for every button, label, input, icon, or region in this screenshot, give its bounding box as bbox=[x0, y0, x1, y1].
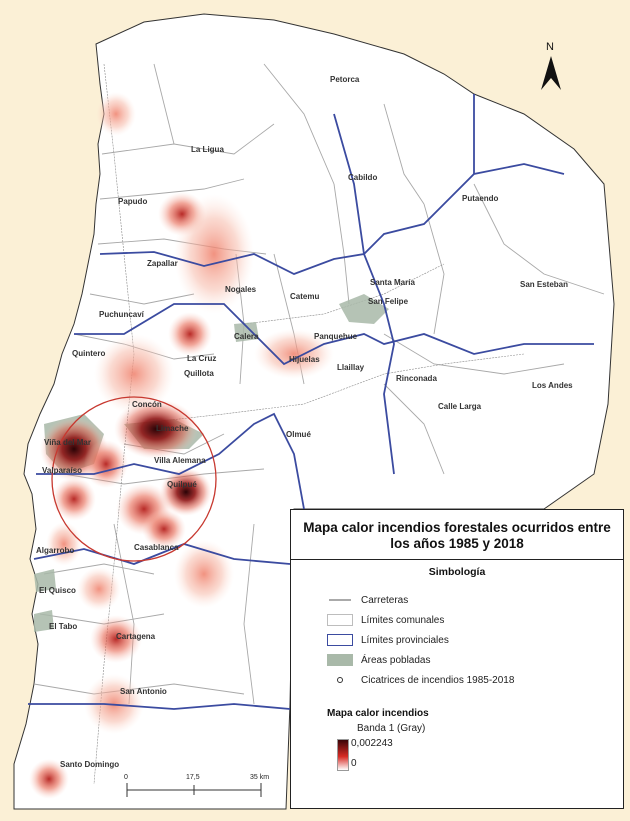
municipality-labels: Petorca La Ligua Cabildo Putaendo Papudo… bbox=[36, 75, 573, 769]
label-quillota: Quillota bbox=[184, 369, 214, 378]
label-san-esteban: San Esteban bbox=[520, 280, 568, 289]
label-rinconada: Rinconada bbox=[396, 374, 437, 383]
label-santo-domingo: Santo Domingo bbox=[60, 760, 119, 769]
label-la-cruz: La Cruz bbox=[187, 354, 216, 363]
provincial-boundaries bbox=[28, 94, 594, 710]
label-olmue: Olmué bbox=[286, 430, 311, 439]
label-san-antonio: San Antonio bbox=[120, 687, 167, 696]
provincial-swatch-icon bbox=[327, 634, 353, 646]
populated-swatch-icon bbox=[327, 654, 353, 666]
label-casablanca: Casablanca bbox=[134, 543, 179, 552]
label-algarrobo: Algarrobo bbox=[36, 546, 74, 555]
north-arrow: N bbox=[541, 41, 561, 90]
legend-item-roads: Carreteras bbox=[327, 592, 408, 608]
legend-label-roads: Carreteras bbox=[361, 594, 409, 606]
label-calera: Calera bbox=[234, 332, 259, 341]
legend-item-communal: Límites comunales bbox=[327, 612, 444, 628]
legend-item-populated: Áreas pobladas bbox=[327, 652, 431, 668]
heatmap-band-label: Banda 1 (Gray) bbox=[357, 723, 426, 734]
label-calle-larga: Calle Larga bbox=[438, 402, 482, 411]
label-catemu: Catemu bbox=[290, 292, 319, 301]
north-arrow-icon bbox=[541, 56, 561, 90]
legend-panel: Mapa calor incendios forestales ocurrido… bbox=[290, 509, 624, 809]
heat-color-ramp bbox=[337, 739, 349, 771]
ramp-max-label: 0,002243 bbox=[351, 738, 393, 749]
scale-label-0: 0 bbox=[124, 774, 128, 781]
scale-label-max: 35 km bbox=[250, 774, 269, 781]
label-villa-alemana: Villa Alemana bbox=[154, 456, 206, 465]
label-vina-del-mar: Viña del Mar bbox=[44, 438, 91, 447]
label-valparaiso: Valparaíso bbox=[42, 466, 82, 475]
legend-label-populated: Áreas pobladas bbox=[361, 654, 431, 666]
legend-label-scars: Cicatrices de incendios 1985-2018 bbox=[361, 674, 515, 686]
analysis-circle bbox=[51, 396, 217, 562]
label-zapallar: Zapallar bbox=[147, 259, 178, 268]
legend-label-communal: Límites comunales bbox=[361, 614, 445, 626]
road-line-icon bbox=[329, 599, 351, 601]
label-el-tabo: El Tabo bbox=[49, 622, 77, 631]
north-label: N bbox=[546, 41, 554, 53]
scale-label-mid: 17,5 bbox=[186, 774, 200, 781]
label-petorca: Petorca bbox=[330, 75, 360, 84]
label-santa-maria: Santa María bbox=[370, 278, 415, 287]
label-llaillay: Llaillay bbox=[337, 363, 365, 372]
legend-title: Mapa calor incendios forestales ocurrido… bbox=[303, 520, 611, 551]
label-panquehue: Panquehue bbox=[314, 332, 358, 341]
heat-layer bbox=[29, 92, 334, 799]
label-los-andes: Los Andes bbox=[532, 381, 573, 390]
ramp-min-label: 0 bbox=[351, 758, 357, 769]
legend-label-provincial: Límites provinciales bbox=[361, 634, 449, 646]
heatmap-legend-title: Mapa calor incendios bbox=[327, 708, 429, 719]
label-quintero: Quintero bbox=[72, 349, 105, 358]
heat-map: Petorca La Ligua Cabildo Putaendo Papudo… bbox=[13, 13, 615, 810]
communal-swatch-icon bbox=[327, 614, 353, 626]
label-papudo: Papudo bbox=[118, 197, 147, 206]
label-concon: Concón bbox=[132, 400, 162, 409]
legend-item-scars: Cicatrices de incendios 1985-2018 bbox=[327, 672, 514, 688]
legend-item-provincial: Límites provinciales bbox=[327, 632, 449, 648]
label-hijuelas: Hijuelas bbox=[289, 355, 320, 364]
label-la-ligua: La Ligua bbox=[191, 145, 224, 154]
legend-divider bbox=[291, 559, 623, 560]
scale-bar: 0 17,5 35 km bbox=[124, 774, 269, 797]
label-putaendo: Putaendo bbox=[462, 194, 499, 203]
label-san-felipe: San Felipe bbox=[368, 297, 409, 306]
label-el-quisco: El Quisco bbox=[39, 586, 76, 595]
label-quilpue: Quilpué bbox=[167, 480, 197, 489]
label-puchuncavi: Puchuncaví bbox=[99, 310, 145, 319]
scar-point-icon bbox=[337, 677, 343, 683]
label-limache: Limache bbox=[156, 424, 189, 433]
label-nogales: Nogales bbox=[225, 285, 257, 294]
label-cabildo: Cabildo bbox=[348, 173, 377, 182]
map-frame: Petorca La Ligua Cabildo Putaendo Papudo… bbox=[4, 4, 626, 817]
symbology-heading: Simbología bbox=[428, 566, 486, 578]
label-cartagena: Cartagena bbox=[116, 632, 156, 641]
